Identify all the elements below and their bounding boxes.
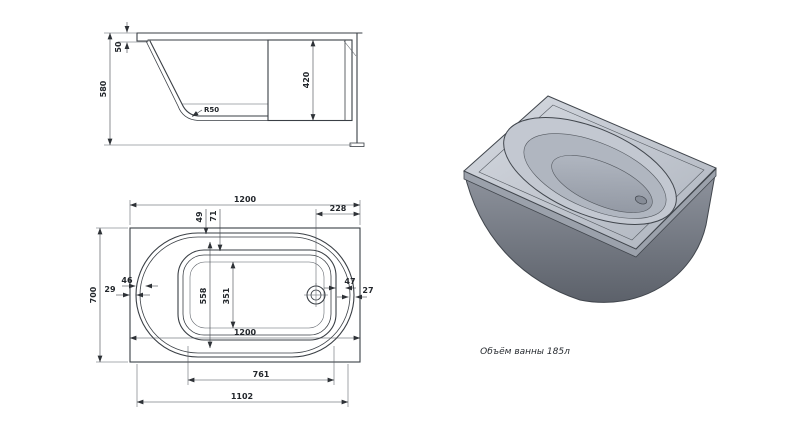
dim-length-mid-label: 1200 [234, 328, 257, 337]
dim-offset-29-label: 29 [104, 285, 116, 294]
dim-width-label: 700 [89, 286, 98, 303]
dim-offset-29: 29 [104, 285, 150, 298]
dim-bottom-width-351: 351 [222, 261, 236, 329]
dim-depth-420: 420 [302, 39, 316, 121]
dim-radius-label: R50 [204, 106, 219, 114]
dim-offset-46: 46 [121, 276, 158, 289]
dim-bottom-length-761: 761 [187, 346, 335, 385]
dim-drain-offset-label: 228 [330, 204, 347, 213]
iso-view: Объём ванны 185л [463, 95, 717, 357]
basin-inner-outline [182, 254, 332, 336]
dim-length-mid-1200: 1200 [129, 328, 361, 341]
dim-length-top-label: 1200 [234, 195, 257, 204]
dim-length-top-1200: 1200 [129, 195, 361, 225]
dim-offset-49-label: 49 [195, 211, 204, 223]
drain-hole [634, 195, 648, 205]
side-view: 580 50 420 R50 [99, 22, 365, 147]
dim-width-700: 700 [89, 227, 128, 363]
dim-rim-height-50: 50 [114, 22, 148, 53]
dim-rim-height-label: 50 [114, 41, 123, 53]
dim-offset-49: 49 [195, 209, 209, 235]
dim-offset-27: 27 [337, 286, 374, 300]
dim-overall-height-label: 580 [99, 80, 108, 97]
dim-radius-r50: R50 [191, 106, 219, 117]
dim-offset-71: 71 [209, 209, 223, 252]
bowl-inner-profile [149, 40, 269, 117]
end-section-block [267, 39, 353, 122]
dim-offset-47: 47 [324, 277, 356, 291]
dim-base-length-1102: 1102 [136, 364, 349, 407]
dim-depth-label: 420 [302, 71, 311, 88]
dim-overall-height-580: 580 [99, 32, 137, 146]
rim-outer-outline [135, 232, 355, 358]
dim-drain-offset-228: 228 [315, 204, 361, 286]
volume-caption: Объём ванны 185л [480, 347, 570, 357]
dim-offset-47-label: 47 [344, 277, 355, 286]
dim-offset-46-label: 46 [121, 276, 133, 285]
dim-inner-width-558: 558 [199, 241, 213, 349]
dim-bottom-length-label: 761 [253, 370, 270, 379]
side-view-geometry [104, 32, 365, 147]
dim-offset-71-label: 71 [209, 210, 218, 222]
leg-brace [343, 40, 357, 57]
dim-inner-width-label: 558 [199, 287, 208, 304]
dim-base-length-label: 1102 [231, 392, 253, 401]
top-view: 1200 49 71 228 700 29 46 [89, 195, 374, 407]
rim-left-edge [136, 32, 149, 42]
bowl-outer-profile [145, 40, 268, 121]
basin-bottom [551, 155, 653, 213]
dim-bottom-width-label: 351 [222, 287, 231, 304]
top-view-geometry [129, 227, 361, 363]
dim-offset-27-label: 27 [362, 286, 373, 295]
